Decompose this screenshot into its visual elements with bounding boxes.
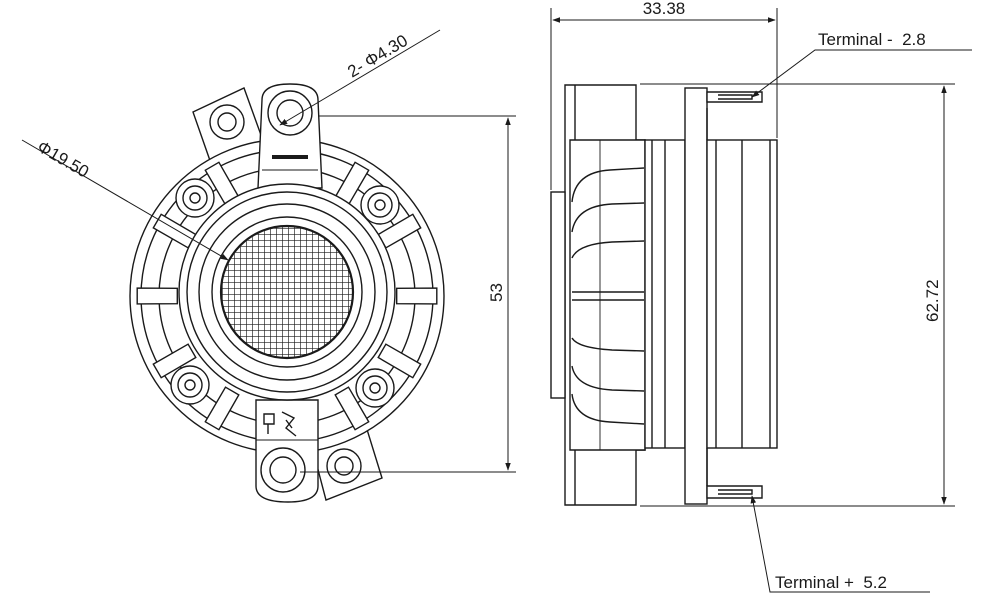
front-view: 2- Φ4.30 Φ19.50 53 xyxy=(21,29,516,503)
flange-rib xyxy=(334,386,370,431)
terminal-negative xyxy=(706,91,763,140)
flange-rib xyxy=(136,287,178,305)
terminal-negative-callout: Terminal - 2.8 xyxy=(751,30,972,98)
side-view: 33.38 62.72 Terminal - 2.8 Terminal + 5.… xyxy=(550,0,972,593)
side-height-label: 62.72 xyxy=(923,279,942,322)
depth-label: 33.38 xyxy=(643,0,686,18)
magnet-assembly xyxy=(644,87,778,505)
terminal-positive xyxy=(706,448,763,499)
flange-rib xyxy=(396,287,438,305)
hole-callout-leader: 2- Φ4.30 xyxy=(279,29,441,126)
terminal-negative-label: Terminal - 2.8 xyxy=(818,30,926,49)
terminal-positive-callout: Terminal + 5.2 xyxy=(750,495,930,593)
bottom-mounting-tab xyxy=(255,399,319,503)
flange-rib xyxy=(377,343,422,379)
front-height-dimension: 53 xyxy=(300,115,516,473)
flange-rib xyxy=(152,343,197,379)
front-height-label: 53 xyxy=(487,283,506,302)
rib-section xyxy=(569,139,646,451)
side-height-dimension: 62.72 xyxy=(640,83,955,507)
depth-dimension: 33.38 xyxy=(550,0,778,190)
screw-bosses xyxy=(170,178,400,408)
dome-mesh xyxy=(221,226,353,358)
terminal-positive-label: Terminal + 5.2 xyxy=(775,573,887,592)
dome-callout-label: Φ19.50 xyxy=(34,137,92,182)
top-mounting-tab xyxy=(257,83,323,189)
flange-rib xyxy=(204,386,240,431)
hole-callout-label: 2- Φ4.30 xyxy=(344,31,411,82)
